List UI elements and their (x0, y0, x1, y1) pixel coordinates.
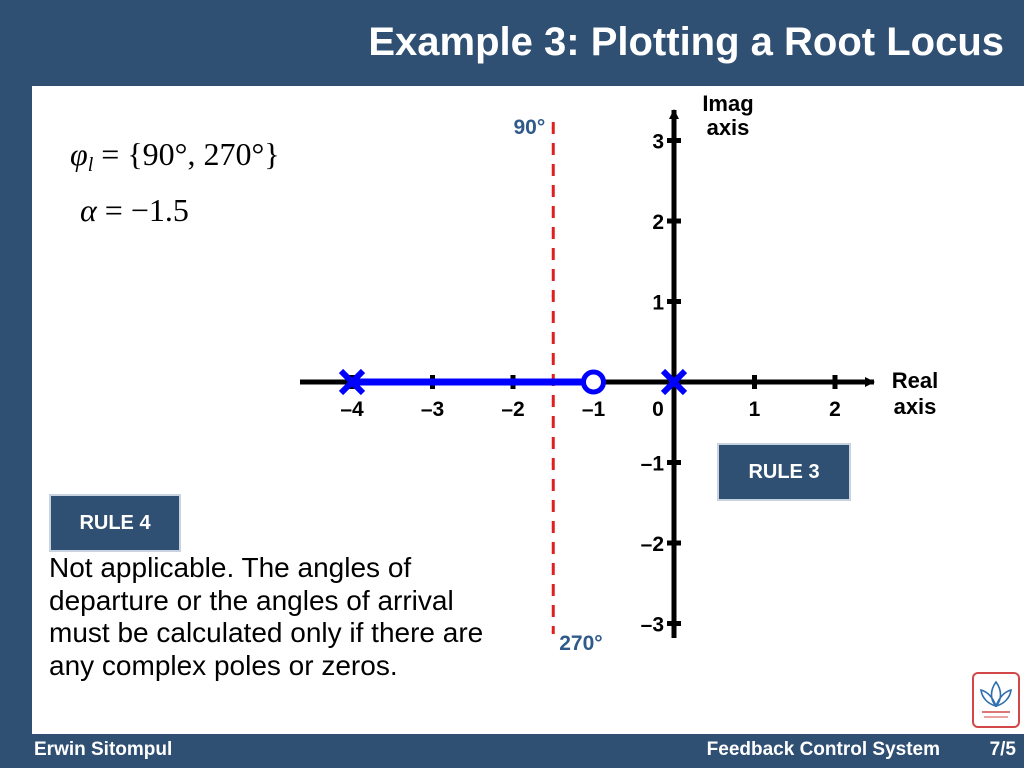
alpha-symbol: α (80, 192, 97, 228)
phi-rhs: = {90°, 270°} (101, 136, 280, 172)
x-tick-label: –3 (421, 398, 444, 421)
imag-axis-label: axis (707, 115, 750, 140)
rule4-label: RULE 4 (79, 511, 151, 534)
lotus-icon (980, 680, 1012, 718)
university-logo (972, 672, 1020, 728)
y-tick-label: –3 (641, 614, 664, 637)
y-tick-label: –2 (641, 533, 664, 556)
y-tick-label: 3 (652, 131, 664, 154)
rule3-badge: RULE 3 (717, 443, 851, 501)
rule4-badge: RULE 4 (49, 494, 181, 552)
imag-axis-label: Imag (702, 91, 753, 116)
y-tick-label: 1 (652, 292, 664, 315)
slide-content: φl = {90°, 270°} α = −1.5 –4 –3 –2 –1 0 1 2 3 2 1… (32, 86, 1024, 734)
zero-marker (581, 369, 606, 395)
x-tick-label: –2 (501, 398, 524, 421)
rule4-explanation: Not applicable. The angles of departure … (49, 552, 484, 681)
asymptote-angle-bottom: 270° (559, 632, 602, 655)
angle-equation: φl = {90°, 270°} (70, 136, 280, 177)
x-tick-label: 1 (749, 398, 761, 421)
pole-stroke (338, 368, 366, 396)
rule3-label: RULE 3 (748, 460, 820, 483)
x-tick-label: –1 (582, 398, 606, 421)
x-tick-label: –4 (340, 398, 364, 421)
real-axis-label: axis (894, 394, 937, 419)
pole-marker (338, 368, 366, 396)
phi-symbol: φ (70, 136, 88, 172)
asymptote-angle-top: 90° (513, 116, 545, 139)
slide-header: Example 3: Plotting a Root Locus (0, 0, 1024, 86)
x-tick-label: 0 (652, 398, 664, 421)
page-number: 7/5 (989, 739, 1016, 760)
course-name: Feedback Control System (706, 739, 940, 760)
phi-subscript: l (87, 154, 94, 176)
author-name: Erwin Sitompul (34, 739, 173, 760)
y-tick-label: –1 (641, 453, 665, 476)
centroid-equation: α = −1.5 (80, 192, 189, 229)
real-axis-label: Real (892, 368, 938, 393)
pole-marker (660, 368, 688, 396)
alpha-rhs: = −1.5 (104, 192, 189, 228)
pole-stroke (660, 368, 688, 396)
slide-footer: Erwin Sitompul Feedback Control System 7… (0, 734, 1024, 768)
x-tick-label: 2 (829, 398, 841, 421)
y-tick-label: 2 (652, 211, 664, 234)
slide-title: Example 3: Plotting a Root Locus (368, 20, 1004, 64)
